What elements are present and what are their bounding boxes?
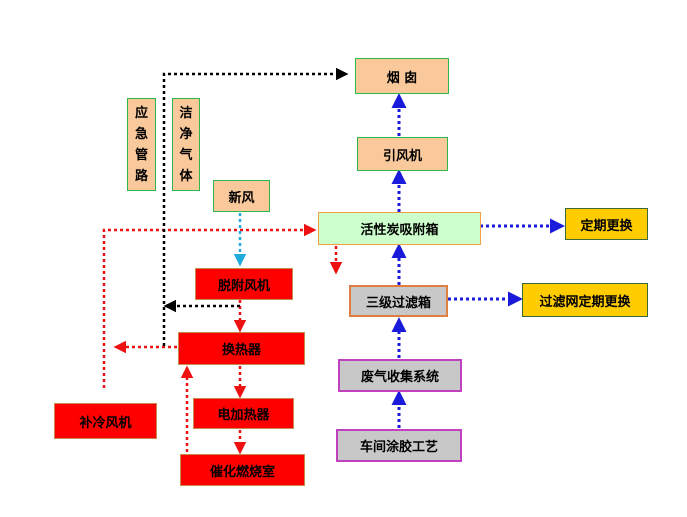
clean-gas-char-2: 净: [179, 126, 193, 142]
emergency-char-3: 管: [134, 147, 148, 163]
carbon-adsorption-label: 活性炭吸附箱: [360, 223, 439, 238]
cooling-fan-box: 补冷风机: [54, 403, 157, 439]
clean-gas-box: 洁 净 气 体: [172, 98, 200, 191]
electric-heater-box: 电加热器: [193, 398, 294, 429]
induced-fan-label: 引风机: [382, 148, 422, 164]
combustion-label: 催化燃烧室: [209, 464, 275, 480]
periodic-replace-label: 定期更换: [580, 218, 633, 234]
combustion-box: 催化燃烧室: [180, 454, 305, 486]
chimney-box: 烟 囱: [355, 58, 449, 94]
filter-replace-label: 过滤网定期更换: [539, 294, 631, 310]
electric-heater-label: 电加热器: [217, 408, 270, 423]
filter-box: 三级过滤箱: [349, 285, 448, 317]
gas-collect-box: 废气收集系统: [338, 359, 462, 392]
cooling-fan-label: 补冷风机: [79, 415, 132, 431]
clean-gas-char-4: 体: [179, 168, 193, 184]
induced-fan-box: 引风机: [357, 137, 448, 171]
emergency-char-2: 急: [134, 126, 148, 142]
workshop-box: 车间涂胶工艺: [336, 429, 462, 462]
heat-exchanger-box: 换热器: [178, 332, 305, 365]
clean-gas-char-1: 洁: [179, 105, 193, 121]
periodic-replace-box: 定期更换: [565, 208, 648, 240]
emergency-pipe-box: 应 急 管 路: [127, 98, 156, 191]
desorb-fan-box: 脱附风机: [195, 268, 293, 300]
arrow-emergency-to-chimney: [162, 67, 349, 346]
fresh-air-label: 新风: [228, 190, 255, 206]
workshop-label: 车间涂胶工艺: [359, 440, 438, 455]
gas-collect-label: 废气收集系统: [360, 370, 439, 385]
chimney-label: 烟 囱: [386, 70, 418, 86]
heat-exchanger-label: 换热器: [221, 343, 261, 358]
desorb-fan-label: 脱附风机: [217, 278, 270, 294]
filter-box-label: 三级过滤箱: [365, 295, 431, 311]
filter-replace-box: 过滤网定期更换: [522, 283, 648, 317]
arrow-cooling-fan-to-carbon: [102, 223, 317, 388]
fresh-air-box: 新风: [213, 180, 270, 212]
clean-gas-char-3: 气: [179, 147, 193, 163]
emergency-char-1: 应: [134, 105, 148, 121]
carbon-adsorption-box: 活性炭吸附箱: [318, 212, 481, 245]
emergency-char-4: 路: [134, 168, 148, 184]
